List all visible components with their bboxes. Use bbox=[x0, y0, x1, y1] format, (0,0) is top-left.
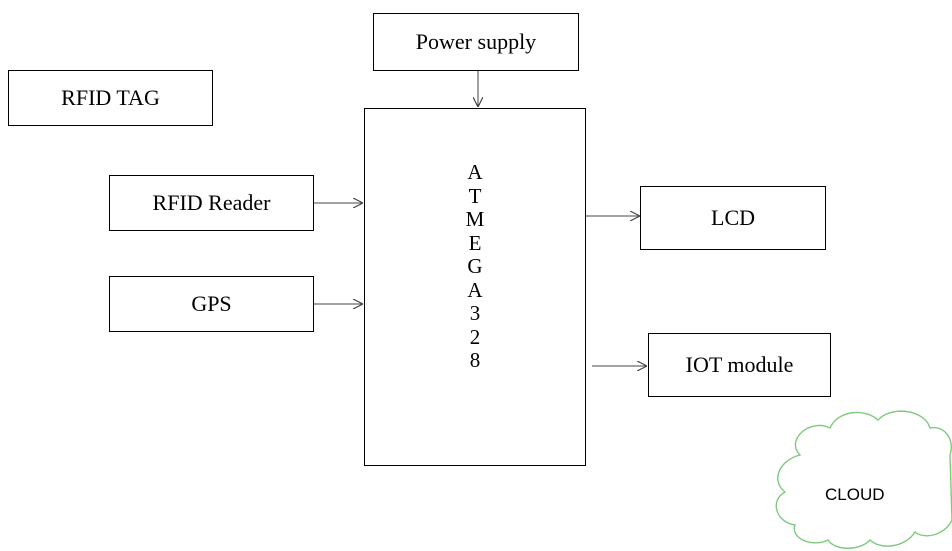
rfid-tag-block: RFID TAG bbox=[8, 70, 213, 126]
mcu-letter: 3 bbox=[469, 301, 481, 325]
mcu-letter: 2 bbox=[469, 324, 481, 349]
lcd-block: LCD bbox=[640, 186, 826, 250]
gps-block: GPS bbox=[109, 276, 314, 332]
mcu-letter: A bbox=[467, 277, 483, 302]
mcu-letter: A bbox=[467, 160, 483, 184]
mcu-letter: T bbox=[468, 183, 482, 208]
mcu-letter: E bbox=[468, 230, 482, 255]
mcu-letter: M bbox=[465, 207, 485, 231]
cloud-label: CLOUD bbox=[825, 485, 885, 504]
power-supply-block: Power supply bbox=[373, 13, 579, 71]
iot-module-block: IOT module bbox=[648, 333, 831, 397]
mcu-letter: 8 bbox=[469, 348, 481, 372]
mcu-letter: G bbox=[467, 254, 483, 278]
rfid-reader-block: RFID Reader bbox=[109, 175, 314, 231]
cloud-shape bbox=[775, 410, 952, 549]
